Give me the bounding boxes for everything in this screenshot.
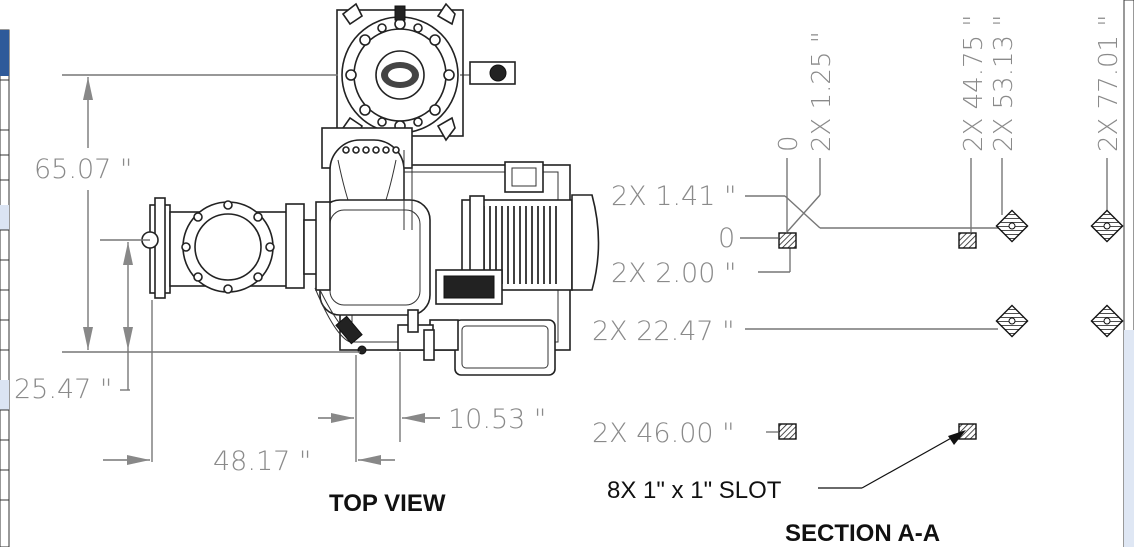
slot-square: [778, 423, 797, 440]
slot-diamond: [995, 209, 1029, 243]
slot-square: [958, 232, 977, 249]
slot-square: [778, 232, 797, 249]
slot-square: [958, 423, 977, 440]
y-label-2-00: 2X 2.00 ": [611, 258, 736, 289]
suction-flange: [141, 197, 331, 299]
frame-right-edge: [1123, 0, 1134, 547]
y-label-46-00: 2X 46.00 ": [592, 418, 735, 449]
motor: [435, 161, 600, 305]
section-a-a: 0 2X 1.25 " 2X 44.75 " 2X 53.13 " 2X 77.…: [592, 15, 1124, 547]
x-label-53-13: 2X 53.13 ": [989, 15, 1019, 152]
section-a-a-title: SECTION A-A: [785, 520, 940, 547]
dim-48-17: 48.17 ": [213, 446, 311, 477]
dim-25-47: 25.47 ": [14, 374, 112, 405]
slot-diamond: [1090, 304, 1124, 338]
slot-diamond: [1090, 209, 1124, 243]
discharge-flange: [336, 2, 516, 142]
slot-note: 8X 1" x 1" SLOT: [607, 477, 782, 504]
pump-assembly-top-view: [141, 2, 600, 376]
top-view-title: TOP VIEW: [329, 490, 446, 517]
top-view-dimensions: 65.07 " 25.47 " 48.17 " 10.53 " TOP VIEW: [14, 74, 546, 517]
x-label-0: 0: [774, 135, 804, 152]
y-label-0: 0: [718, 223, 735, 254]
x-label-77-01: 2X 77.01 ": [1094, 15, 1124, 152]
x-label-44-75: 2X 44.75 ": [959, 15, 989, 152]
y-label-1-41: 2X 1.41 ": [611, 181, 736, 212]
title-block-fragment: [0, 29, 10, 547]
y-label-22-47: 2X 22.47 ": [592, 316, 735, 347]
x-label-1-25: 2X 1.25 ": [807, 31, 837, 152]
dim-10-53: 10.53 ": [448, 404, 546, 435]
slot-diamond: [995, 304, 1029, 338]
dim-65-07: 65.07 ": [34, 154, 132, 185]
